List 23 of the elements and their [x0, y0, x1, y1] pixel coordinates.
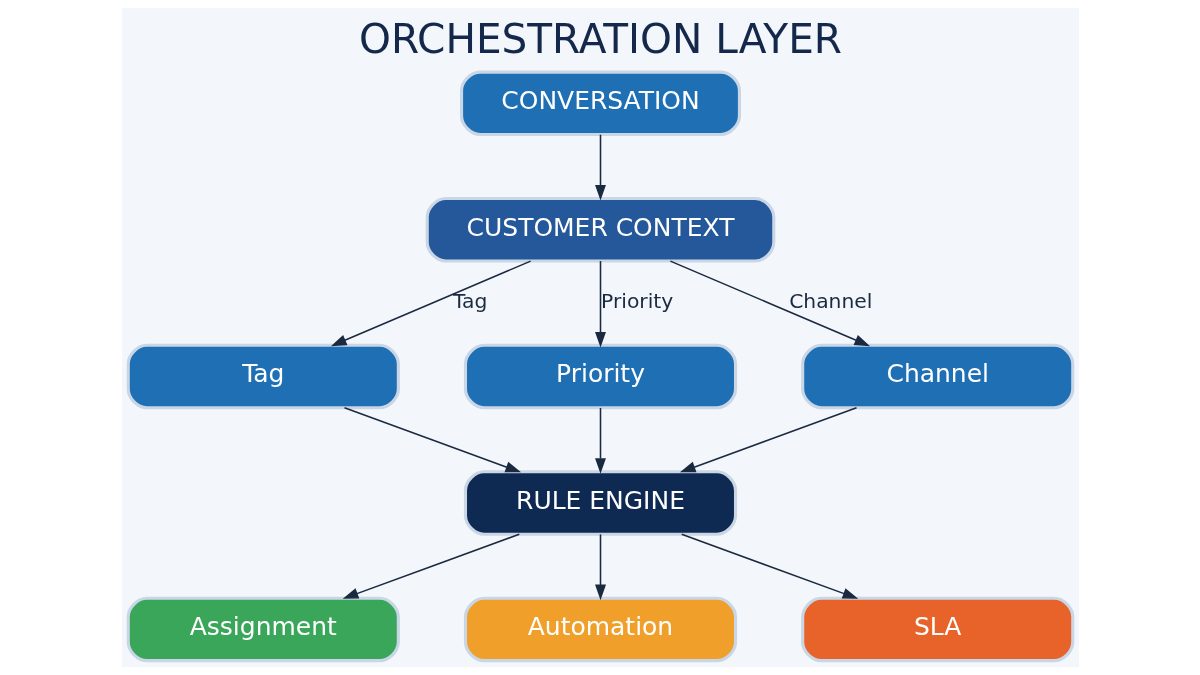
node-box: Channel — [800, 343, 1074, 410]
node-box: Assignment — [126, 596, 400, 663]
arrow — [680, 533, 858, 599]
edge-label: Tag — [452, 289, 487, 314]
arrow — [679, 407, 857, 473]
node-box: Tag — [126, 343, 400, 410]
edge-label: Priority — [600, 289, 673, 314]
arrow — [330, 260, 531, 347]
diagram-title: ORCHESTRATION LAYER — [358, 15, 842, 64]
node-box: CUSTOMER CONTEXT — [425, 197, 775, 263]
node-box: SLA — [800, 596, 1074, 663]
arrow — [594, 533, 606, 601]
node-box: Priority — [463, 343, 737, 410]
arrow — [594, 133, 606, 201]
arrow — [669, 260, 870, 347]
arrow — [594, 260, 606, 348]
node-box: Automation — [463, 596, 737, 663]
node-box: CONVERSATION — [459, 70, 741, 137]
node-box: RULE ENGINE — [463, 470, 737, 536]
arrow — [594, 407, 606, 474]
arrow — [343, 407, 521, 473]
arrow — [342, 533, 520, 599]
edge-label: Channel — [788, 289, 872, 314]
